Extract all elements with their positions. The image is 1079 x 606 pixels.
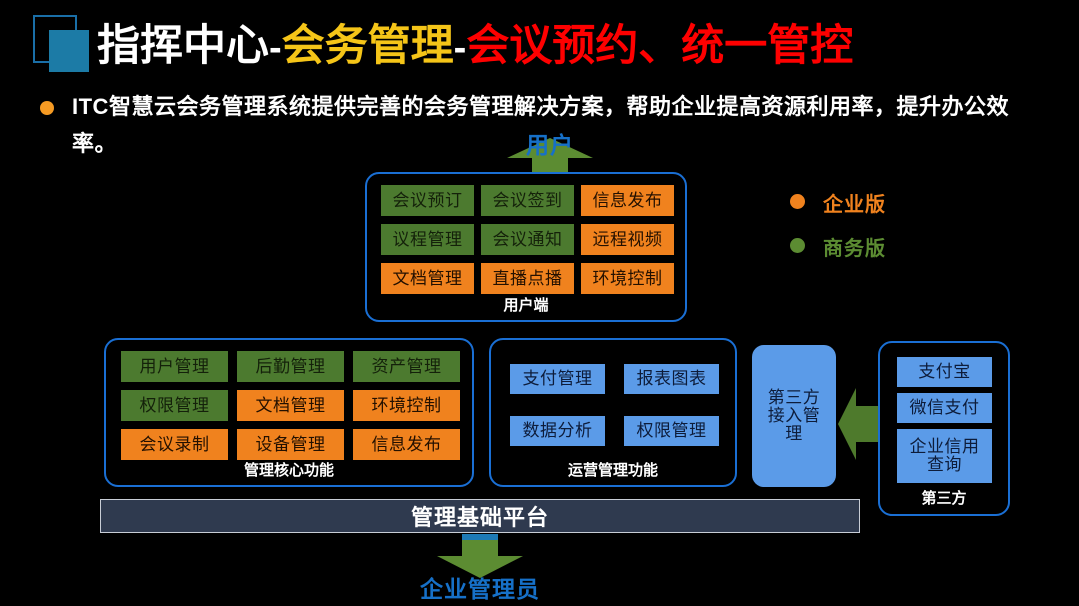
title-segment-1: 指挥中心 (97, 22, 269, 70)
core-cell[interactable]: 资产管理 (353, 351, 460, 382)
legend-item-business: 商务版 (790, 232, 970, 276)
client-cell-label: 会议签到 (492, 190, 563, 210)
client-cell[interactable]: 议程管理 (381, 224, 474, 255)
core-cell[interactable]: 后勤管理 (237, 351, 344, 382)
bullet-icon (40, 101, 54, 115)
client-cell-label: 会议通知 (492, 229, 563, 249)
group-client: 用户端 会议预订 会议签到 信息发布议程管理 会议通知 远程视频文档管理 直播点播 环境控制 (365, 172, 687, 322)
client-cell[interactable]: 信息发布 (581, 185, 674, 216)
group-client-label: 用户端 (503, 297, 549, 314)
thirdparty-cell-label: 支付宝 (918, 362, 971, 382)
group-core-label: 管理核心功能 (243, 462, 334, 479)
thirdparty-cell-label: 微信支付 (909, 398, 980, 418)
client-cell-label: 议程管理 (392, 229, 463, 249)
legend-dot-icon-business (790, 238, 805, 253)
legend-label-business: 商务版 (823, 238, 886, 260)
core-cell[interactable]: 权限管理 (121, 390, 228, 421)
core-cell-label: 文档管理 (255, 395, 326, 415)
operation-cell[interactable]: 报表图表 (624, 364, 719, 394)
label-admin: 企业管理员 (420, 576, 540, 602)
client-cell[interactable]: 文档管理 (381, 263, 474, 294)
group-operation: 运营管理功能 支付管理 报表图表数据分析 权限管理 (489, 338, 737, 487)
itc-logo-mark (33, 15, 89, 72)
arrow-down-head (437, 556, 523, 578)
client-cell[interactable]: 远程视频 (581, 224, 674, 255)
client-cell-label: 信息发布 (592, 190, 663, 210)
group-core: 管理核心功能 用户管理 后勤管理 资产管理权限管理 文档管理 环境控制会议录制 设备管理 信… (104, 338, 474, 487)
legend-label-enterprise: 企业版 (823, 194, 886, 216)
operation-cell-label: 支付管理 (522, 369, 593, 389)
arrow-left-shaft (852, 406, 878, 442)
legend-item-enterprise: 企业版 (790, 188, 970, 232)
gateway-line-1: 第三方 (767, 388, 821, 408)
group-thirdparty: 第三方 支付宝微信支付企业信用查询 (878, 341, 1010, 516)
operation-cell-label: 权限管理 (636, 421, 707, 441)
client-cell-label: 直播点播 (492, 268, 563, 288)
arrow-left-icon (838, 388, 878, 460)
client-cell-label: 环境控制 (592, 268, 663, 288)
legend: 企业版 商务版 (790, 188, 970, 276)
thirdparty-cell[interactable]: 支付宝 (897, 357, 992, 387)
core-cell-label: 设备管理 (255, 434, 326, 454)
platform-bar: 管理基础平台 (100, 499, 860, 533)
client-cell-label: 远程视频 (592, 229, 663, 249)
arrow-down-cap (462, 534, 498, 540)
logo-filled-square (49, 30, 89, 72)
gateway-line-2: 接入管 (767, 406, 821, 426)
core-cell-label: 信息发布 (371, 434, 442, 454)
operation-cell[interactable]: 支付管理 (510, 364, 605, 394)
gateway-line-3: 理 (785, 423, 803, 443)
client-cell[interactable]: 直播点播 (481, 263, 574, 294)
client-cell[interactable]: 环境控制 (581, 263, 674, 294)
gateway-box[interactable]: 第三方 接入管 理 (752, 345, 836, 487)
client-cell-label: 会议预订 (392, 190, 463, 210)
arrow-down-icon (437, 534, 523, 578)
core-cell[interactable]: 用户管理 (121, 351, 228, 382)
core-cell-label: 权限管理 (139, 395, 210, 415)
thirdparty-cell-label: 企业信用 (909, 437, 980, 457)
client-cell[interactable]: 会议预订 (381, 185, 474, 216)
label-user: 用户 (526, 132, 574, 158)
operation-cell-label: 报表图表 (636, 369, 707, 389)
arrow-up-head (507, 138, 593, 158)
arrow-left-head (838, 388, 856, 460)
page-title: 指挥中心-会务管理-会议预约、统一管控 (97, 18, 853, 74)
core-cell-label: 资产管理 (371, 356, 442, 376)
core-cell[interactable]: 信息发布 (353, 429, 460, 460)
core-cell-label: 环境控制 (371, 395, 442, 415)
operation-cell[interactable]: 数据分析 (510, 416, 605, 446)
subtitle-text: ITC智慧云会务管理系统提供完善的会务管理解决方案，帮助企业提高资源利用率，提升… (72, 94, 1009, 156)
operation-cell-label: 数据分析 (522, 421, 593, 441)
title-separator-2: - (453, 27, 467, 69)
core-cell-label: 后勤管理 (255, 356, 326, 376)
title-separator-1: - (269, 27, 282, 69)
group-thirdparty-label: 第三方 (921, 490, 967, 507)
core-cell[interactable]: 文档管理 (237, 390, 344, 421)
title-segment-2: 会务管理 (281, 22, 454, 70)
client-cell[interactable]: 会议签到 (481, 185, 574, 216)
thirdparty-cell[interactable]: 企业信用查询 (897, 429, 992, 483)
client-cell[interactable]: 会议通知 (481, 224, 574, 255)
core-cell-label: 用户管理 (139, 356, 210, 376)
legend-dot-icon-enterprise (790, 194, 805, 209)
title-segment-3: 会议预约、统一管控 (466, 22, 854, 70)
thirdparty-cell-label: 查询 (927, 455, 962, 474)
operation-cell[interactable]: 权限管理 (624, 416, 719, 446)
group-operation-label: 运营管理功能 (567, 462, 658, 479)
core-cell[interactable]: 会议录制 (121, 429, 228, 460)
core-cell[interactable]: 环境控制 (353, 390, 460, 421)
thirdparty-cell[interactable]: 微信支付 (897, 393, 992, 423)
core-cell-label: 会议录制 (139, 434, 210, 454)
core-cell[interactable]: 设备管理 (237, 429, 344, 460)
client-cell-label: 文档管理 (392, 268, 463, 288)
